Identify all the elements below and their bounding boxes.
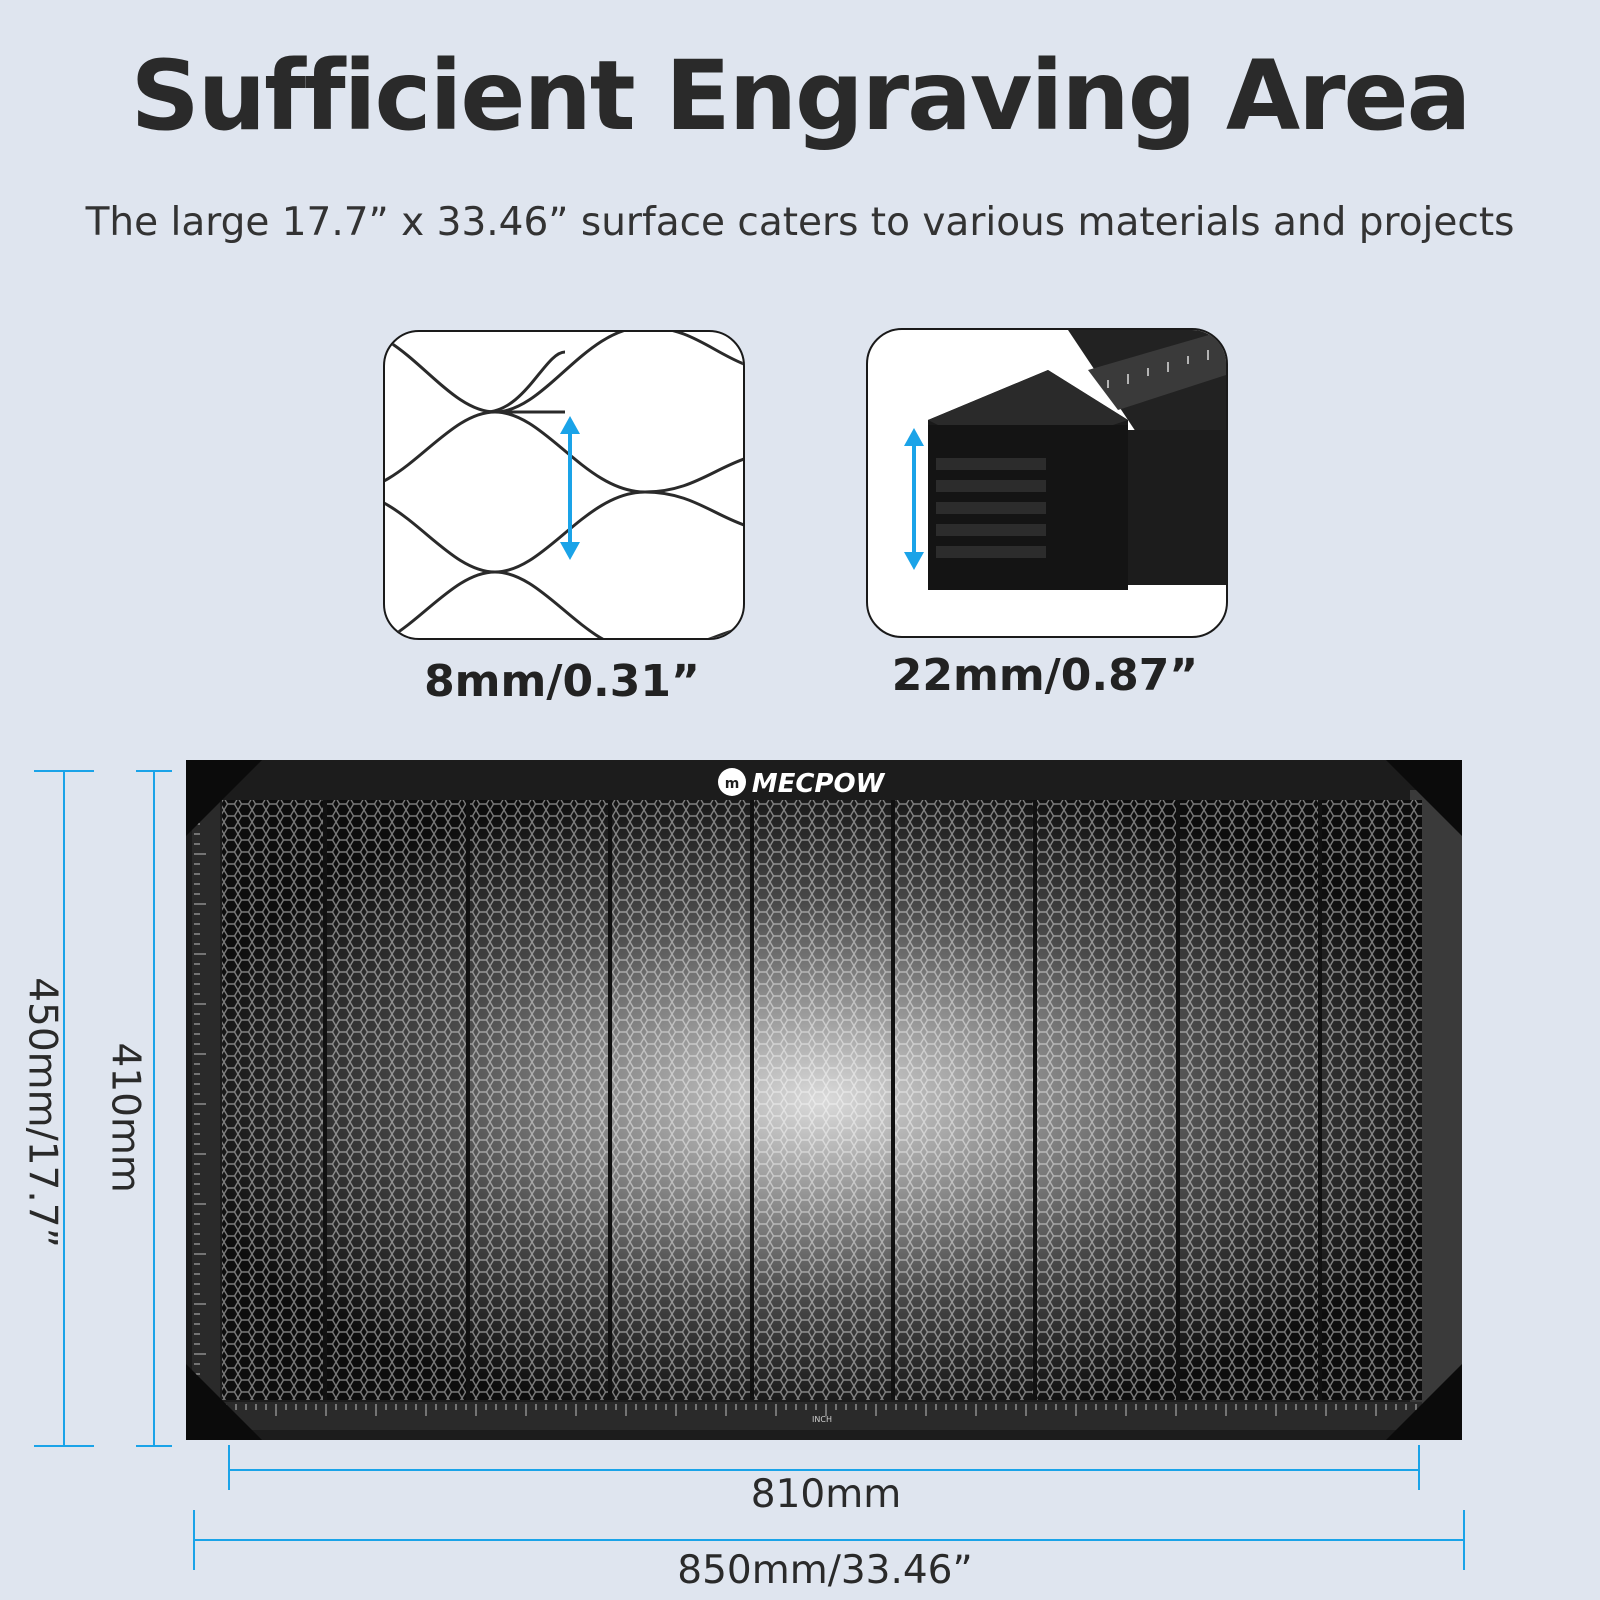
honeycomb-detail-card xyxy=(383,330,745,640)
frame-height-label: 22mm/0.87” xyxy=(891,650,1199,701)
dimension-lines xyxy=(34,770,1465,1570)
inner-height-label: 410mm xyxy=(102,1042,148,1193)
mecpow-logo-icon: m xyxy=(718,768,746,796)
outer-width-label: 850mm/33.46” xyxy=(677,1548,973,1593)
bottom-ruler xyxy=(222,1402,1422,1430)
honeycomb-height-label: 8mm/0.31” xyxy=(424,656,700,707)
frame-corners xyxy=(186,760,1462,1440)
left-ruler xyxy=(192,800,220,1400)
ruler-unit: INCH xyxy=(812,1415,832,1424)
frame-corner-height-icon xyxy=(904,330,1226,590)
page-title: Sufficient Engraving Area xyxy=(130,40,1472,152)
honeycomb-cell-height-icon xyxy=(385,332,743,638)
inner-width-label: 810mm xyxy=(750,1472,902,1517)
outer-height-label: 450mm/17.7” xyxy=(19,977,65,1248)
panel-dividers xyxy=(323,800,1322,1400)
page-subtitle: The large 17.7” x 33.46” surface caters … xyxy=(85,200,1515,245)
brand-name: MECPOW xyxy=(752,769,886,799)
svg-text:m: m xyxy=(725,776,740,792)
frame-detail-card xyxy=(866,328,1228,638)
